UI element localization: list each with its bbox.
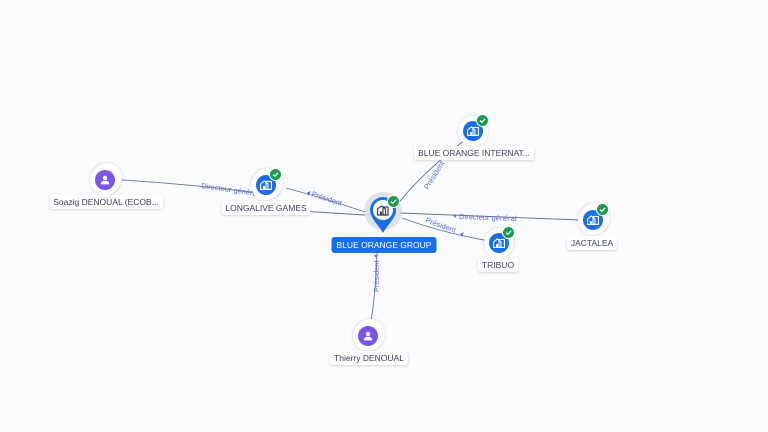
company-avatar	[489, 233, 509, 253]
verified-badge	[269, 168, 282, 181]
edge-thierry-denoual	[370, 251, 378, 323]
edge-soazig-denoual	[121, 179, 259, 194]
checkmark-icon	[599, 207, 606, 213]
edge-label-blue-orange-international: Président	[422, 159, 447, 191]
person-avatar	[358, 326, 378, 346]
svg-text:Président: Président	[310, 189, 344, 208]
node-label-jactalea[interactable]: JACTALEA	[566, 236, 618, 250]
node-soazig-denoual[interactable]	[90, 165, 120, 195]
edge-jactalea	[399, 212, 581, 221]
node-blue-orange-international[interactable]	[458, 114, 489, 146]
checkmark-icon	[505, 230, 512, 236]
building-icon	[493, 238, 505, 248]
node-label-tribuo[interactable]: TRIBUO	[477, 258, 519, 272]
node-tribuo[interactable]	[484, 226, 515, 258]
edge-label-longalive-games: Président	[306, 189, 344, 208]
edge-label-jactalea: Directeur général	[453, 212, 517, 223]
node-jactalea[interactable]	[578, 203, 609, 235]
company-avatar	[256, 175, 276, 195]
building-icon	[467, 126, 479, 136]
node-label-blue-orange-group[interactable]: BLUE ORANGE GROUP	[331, 237, 437, 253]
edge-tribuo	[401, 217, 485, 241]
verified-badge	[502, 226, 515, 239]
person-icon	[363, 331, 373, 341]
node-longalive-games[interactable]	[251, 168, 282, 200]
arrow-icon	[453, 213, 457, 218]
verified-badge	[596, 203, 609, 216]
company-avatar	[583, 210, 603, 230]
edge-label-thierry-denoual: Président	[372, 255, 381, 292]
building-icon	[260, 180, 272, 190]
arrow-icon	[460, 232, 464, 238]
svg-text:Président: Président	[372, 259, 381, 292]
checkmark-icon	[479, 118, 486, 124]
edge-longalive-games	[285, 187, 366, 213]
checkmark-icon	[390, 199, 397, 205]
arrow-icon	[374, 255, 378, 258]
svg-text:Président: Président	[422, 159, 447, 191]
building-icon	[587, 215, 599, 225]
building-icon	[376, 205, 389, 216]
checkmark-icon	[272, 172, 279, 178]
node-label-blue-orange-international[interactable]: BLUE ORANGE INTERNAT...	[414, 146, 534, 160]
person-icon	[100, 175, 110, 185]
node-thierry-denoual[interactable]	[353, 321, 383, 351]
company-avatar	[463, 121, 483, 141]
node-label-longalive-games[interactable]: LONGALIVE GAMES	[221, 201, 311, 215]
verified-badge	[387, 195, 400, 208]
arrow-icon	[306, 191, 311, 196]
node-label-thierry-denoual[interactable]: Thierry DENOUAL	[330, 351, 408, 365]
verified-badge	[476, 114, 489, 127]
node-label-soazig-denoual[interactable]: Soazig DENOUAL (ECOB...	[49, 195, 163, 209]
person-avatar	[95, 170, 115, 190]
svg-text:Président: Président	[424, 215, 458, 235]
node-blue-orange-group[interactable]	[364, 192, 404, 252]
edge-longalive-games-lower	[299, 210, 366, 216]
svg-text:Directeur général: Directeur général	[459, 212, 517, 223]
